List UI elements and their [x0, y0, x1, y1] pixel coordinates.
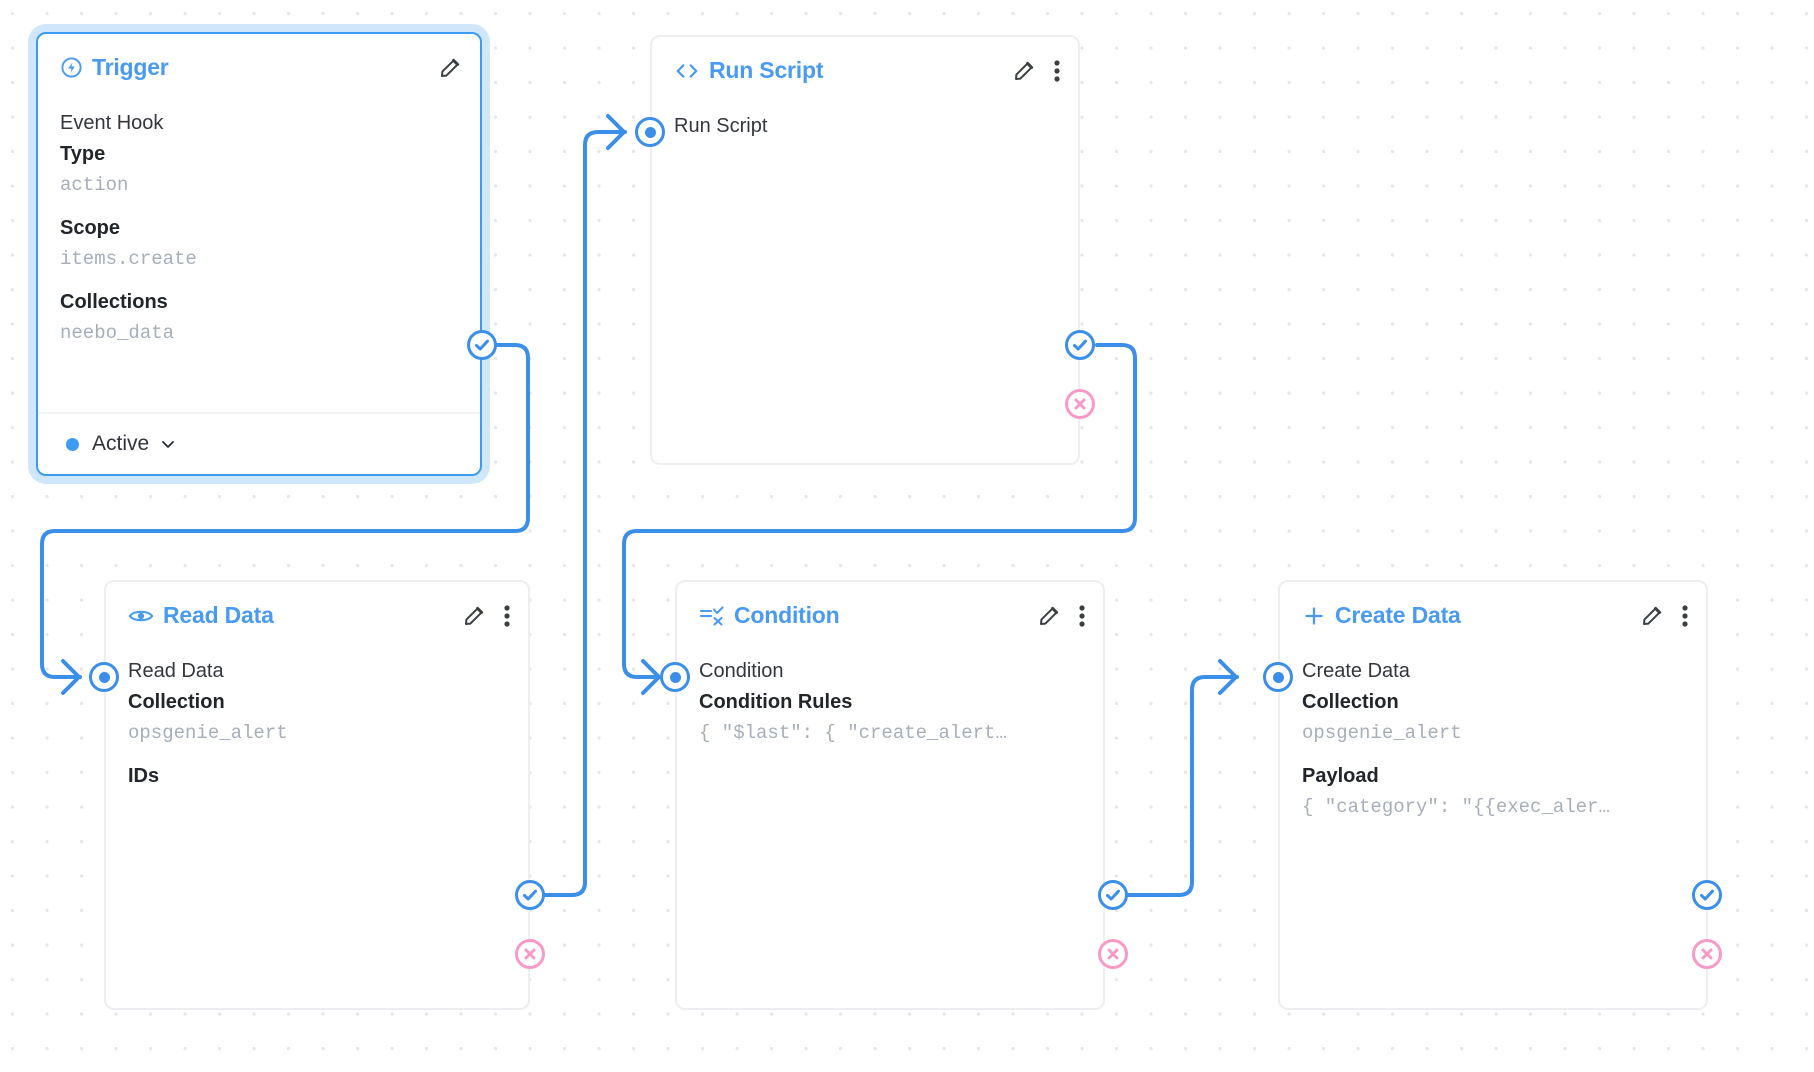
run-script-row-0: Run Script [674, 115, 768, 137]
run-script-title-label: Run Script [709, 57, 824, 83]
plus-icon [1302, 604, 1326, 628]
read-data-row-2: opsgenie_alert [128, 722, 288, 744]
run-script-title-group: Run Script [674, 57, 823, 84]
condition-body: Condition Condition Rules { "$last": { "… [699, 656, 1087, 748]
condition-row-1: Condition Rules [699, 691, 853, 713]
node-trigger[interactable]: Trigger Event Hook Type action Scope ite… [36, 32, 482, 476]
trigger-row-5: items.create [60, 248, 197, 270]
run-script-header: Run Script [674, 57, 1060, 84]
run-script-body: Run Script [674, 111, 1062, 142]
trigger-status-label: Active [92, 432, 150, 455]
code-brackets-icon [674, 60, 700, 82]
trigger-row-1: Type [60, 143, 106, 165]
create-data-row-2: opsgenie_alert [1302, 722, 1462, 744]
create-data-success-handle[interactable] [1692, 880, 1722, 910]
create-data-header: Create Data [1302, 602, 1688, 629]
trigger-header: Trigger [60, 54, 462, 81]
trigger-spacer-0 [60, 200, 464, 213]
condition-row-0: Condition [699, 660, 784, 682]
read-data-input-handle[interactable] [89, 662, 119, 692]
trigger-spacer-1 [60, 274, 464, 287]
read-data-header: Read Data [128, 602, 510, 629]
read-data-tools[interactable] [462, 604, 510, 628]
trigger-title-group: Trigger [60, 54, 169, 81]
create-data-body: Create Data Collection opsgenie_alert Pa… [1302, 656, 1690, 822]
create-data-error-handle[interactable] [1692, 939, 1722, 969]
condition-input-handle[interactable] [660, 662, 690, 692]
condition-row-2: { "$last": { "create_alert… [699, 722, 1007, 744]
status-indicator-dot [66, 437, 79, 451]
run-script-success-handle[interactable] [1065, 330, 1095, 360]
trigger-title-label: Trigger [92, 54, 169, 80]
read-data-row-4: IDs [128, 765, 160, 787]
condition-title-group: Condition [699, 602, 840, 629]
arrowhead-run-script-input [606, 114, 626, 150]
create-data-row-5: { "category": "{{exec_aler… [1302, 796, 1610, 818]
create-data-row-4: Payload [1302, 765, 1379, 787]
read-data-success-handle[interactable] [515, 880, 545, 910]
trigger-row-2: action [60, 174, 129, 196]
trigger-row-7: Collections [60, 291, 168, 313]
wire-read-data-to-run-script [543, 130, 627, 897]
pencil-icon[interactable] [1037, 604, 1061, 628]
read-data-title-label: Read Data [163, 602, 274, 628]
trigger-row-4: Scope [60, 217, 121, 239]
read-data-title-group: Read Data [128, 602, 274, 629]
trigger-success-handle[interactable] [467, 330, 497, 360]
more-vertical-icon[interactable] [1054, 59, 1060, 83]
create-data-row-0: Create Data [1302, 660, 1410, 682]
node-read-data[interactable]: Read Data Read Data Collection o [104, 580, 530, 1010]
bolt-circle-icon [60, 56, 83, 79]
create-data-title-group: Create Data [1302, 602, 1461, 629]
chevron-down-icon[interactable] [158, 434, 178, 454]
create-data-tools[interactable] [1640, 604, 1688, 628]
more-vertical-icon[interactable] [1079, 604, 1085, 628]
wire-condition-to-create-data [1126, 675, 1239, 897]
eye-icon [128, 606, 154, 626]
condition-success-handle[interactable] [1098, 880, 1128, 910]
create-data-input-handle[interactable] [1263, 662, 1293, 692]
condition-filter-icon [699, 605, 725, 627]
create-data-title-label: Create Data [1335, 602, 1461, 628]
arrowhead-condition-input [641, 659, 661, 695]
more-vertical-icon[interactable] [1682, 604, 1688, 628]
more-vertical-icon[interactable] [504, 604, 510, 628]
read-data-error-handle[interactable] [515, 939, 545, 969]
condition-title-label: Condition [734, 602, 840, 628]
pencil-icon[interactable] [1012, 59, 1036, 83]
read-data-row-1: Collection [128, 691, 225, 713]
read-data-row-0: Read Data [128, 660, 224, 682]
run-script-tools[interactable] [1012, 59, 1060, 83]
trigger-body: Event Hook Type action Scope items.creat… [60, 108, 464, 348]
trigger-tools[interactable] [438, 56, 462, 80]
node-run-script[interactable]: Run Script Run Script [650, 35, 1080, 465]
read-data-spacer-0 [128, 748, 512, 761]
trigger-row-8: neebo_data [60, 322, 175, 344]
condition-header: Condition [699, 602, 1085, 629]
trigger-row-0: Event Hook [60, 112, 164, 134]
create-data-row-1: Collection [1302, 691, 1399, 713]
pencil-icon[interactable] [462, 604, 486, 628]
node-condition[interactable]: Condition Condition Condition Rules [675, 580, 1105, 1010]
condition-error-handle[interactable] [1098, 939, 1128, 969]
condition-tools[interactable] [1037, 604, 1085, 628]
arrowhead-read-data-input [61, 659, 81, 695]
read-data-body: Read Data Collection opsgenie_alert IDs [128, 656, 512, 792]
create-data-spacer-0 [1302, 748, 1690, 761]
run-script-error-handle[interactable] [1065, 389, 1095, 419]
arrowhead-create-data-input [1218, 659, 1238, 695]
trigger-status-bar[interactable]: Active [38, 412, 480, 474]
pencil-icon[interactable] [1640, 604, 1664, 628]
node-create-data[interactable]: Create Data Create Data Collection [1278, 580, 1708, 1010]
pencil-icon[interactable] [438, 56, 462, 80]
run-script-input-handle[interactable] [635, 117, 665, 147]
